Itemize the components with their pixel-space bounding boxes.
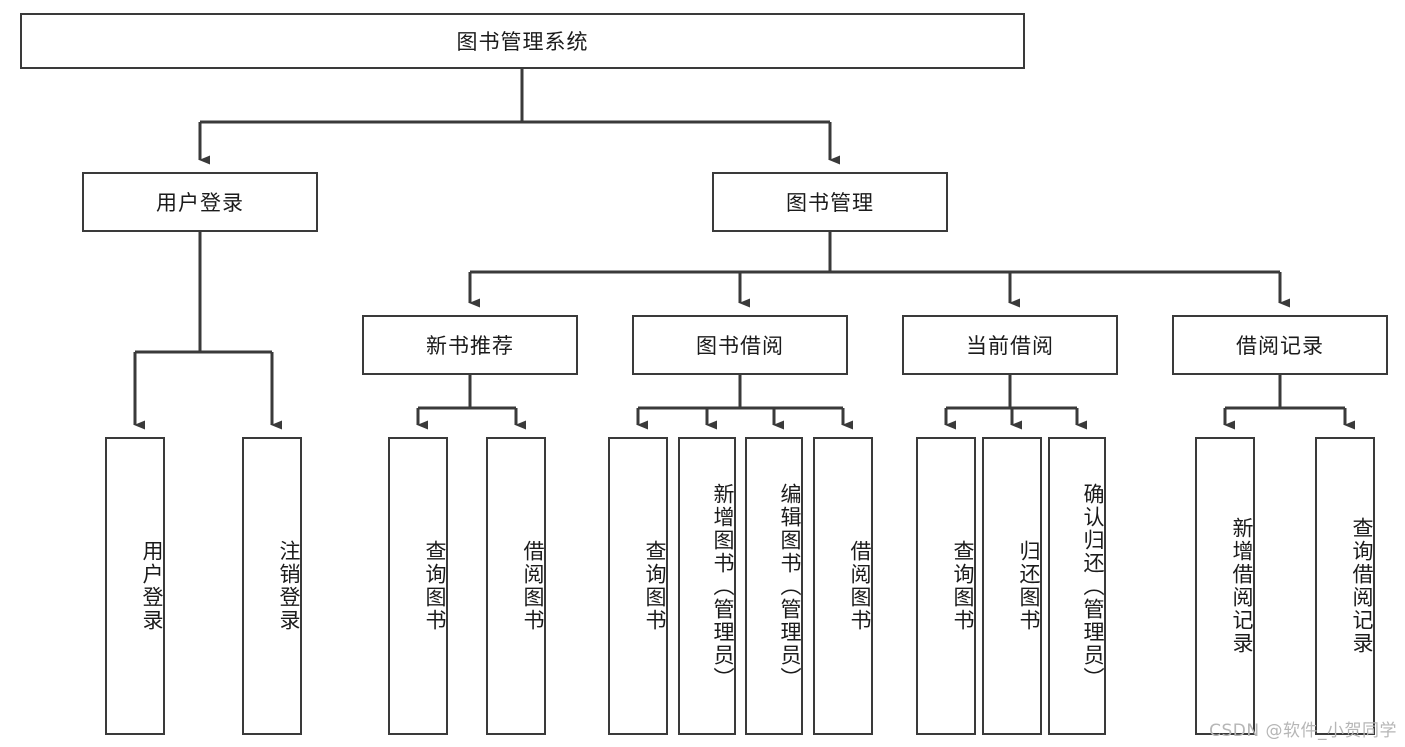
- node-leaf-borrow-book[interactable]: 借阅图书: [813, 437, 873, 735]
- node-current-borrow-label: 当前借阅: [966, 334, 1054, 358]
- node-current-borrow[interactable]: 当前借阅: [902, 315, 1118, 375]
- node-leaf-add-book[interactable]: 新增图书（管理员）: [678, 437, 736, 735]
- node-leaf-query-book-rec[interactable]: 查询图书: [388, 437, 448, 735]
- node-leaf-edit-book-label: 编辑图书（管理员）: [778, 482, 802, 690]
- node-leaf-confirm-return-label: 确认归还（管理员）: [1081, 482, 1105, 690]
- node-book-borrow[interactable]: 图书借阅: [632, 315, 848, 375]
- node-leaf-borrow-book-rec-label: 借阅图书: [521, 540, 545, 632]
- node-leaf-query-record-label: 查询借阅记录: [1350, 517, 1374, 655]
- node-leaf-query-record[interactable]: 查询借阅记录: [1315, 437, 1375, 735]
- node-leaf-confirm-return[interactable]: 确认归还（管理员）: [1048, 437, 1106, 735]
- node-book-manage-label: 图书管理: [786, 191, 874, 215]
- node-leaf-user-login[interactable]: 用户登录: [105, 437, 165, 735]
- node-leaf-user-logout[interactable]: 注销登录: [242, 437, 302, 735]
- node-borrow-record-label: 借阅记录: [1236, 334, 1324, 358]
- node-new-book-rec[interactable]: 新书推荐: [362, 315, 578, 375]
- node-new-book-rec-label: 新书推荐: [426, 334, 514, 358]
- node-leaf-borrow-book-rec[interactable]: 借阅图书: [486, 437, 546, 735]
- node-root[interactable]: 图书管理系统: [20, 13, 1025, 69]
- node-leaf-edit-book[interactable]: 编辑图书（管理员）: [745, 437, 803, 735]
- node-leaf-query-book-current[interactable]: 查询图书: [916, 437, 976, 735]
- node-book-borrow-label: 图书借阅: [696, 334, 784, 358]
- node-leaf-query-book-borrow-label: 查询图书: [643, 540, 667, 632]
- node-root-label: 图书管理系统: [456, 30, 589, 54]
- node-borrow-record[interactable]: 借阅记录: [1172, 315, 1388, 375]
- node-leaf-add-record-label: 新增借阅记录: [1230, 517, 1254, 655]
- node-leaf-borrow-book-label: 借阅图书: [848, 540, 872, 632]
- node-leaf-query-book-borrow[interactable]: 查询图书: [608, 437, 668, 735]
- node-leaf-return-book-label: 归还图书: [1017, 540, 1041, 632]
- node-book-manage[interactable]: 图书管理: [712, 172, 948, 232]
- node-leaf-add-record[interactable]: 新增借阅记录: [1195, 437, 1255, 735]
- node-leaf-query-book-rec-label: 查询图书: [423, 540, 447, 632]
- node-leaf-query-book-current-label: 查询图书: [951, 540, 975, 632]
- node-user-login[interactable]: 用户登录: [82, 172, 318, 232]
- node-user-login-label: 用户登录: [156, 191, 244, 215]
- node-leaf-user-login-label: 用户登录: [140, 540, 164, 632]
- node-leaf-user-logout-label: 注销登录: [277, 540, 301, 632]
- node-leaf-add-book-label: 新增图书（管理员）: [711, 482, 735, 690]
- node-leaf-return-book[interactable]: 归还图书: [982, 437, 1042, 735]
- csdn-watermark: CSDN @软件_小贺同学: [1209, 721, 1397, 741]
